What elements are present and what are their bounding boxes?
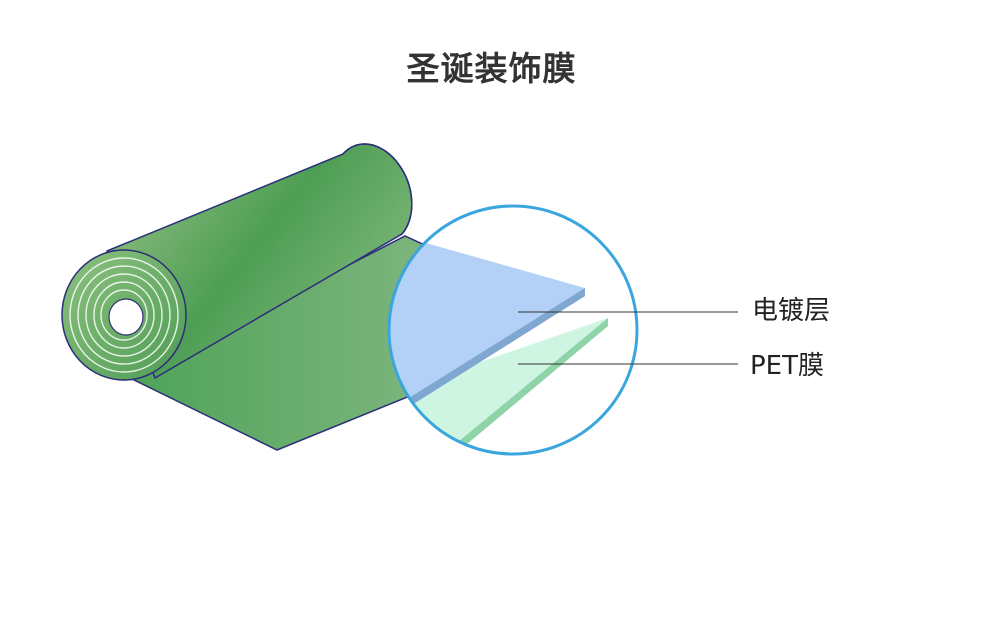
coating-layer-label: 电镀层 [752,296,831,326]
page-title: 圣诞装饰膜 [406,49,577,88]
roll-core-hole [108,298,144,336]
roll-far-end [342,143,413,235]
coating-layer [389,230,585,425]
magnifier-lens [387,204,639,456]
roll-end-face [61,249,187,381]
magnifier-ring [387,204,639,456]
pet-film-label: PET膜 [750,351,824,381]
